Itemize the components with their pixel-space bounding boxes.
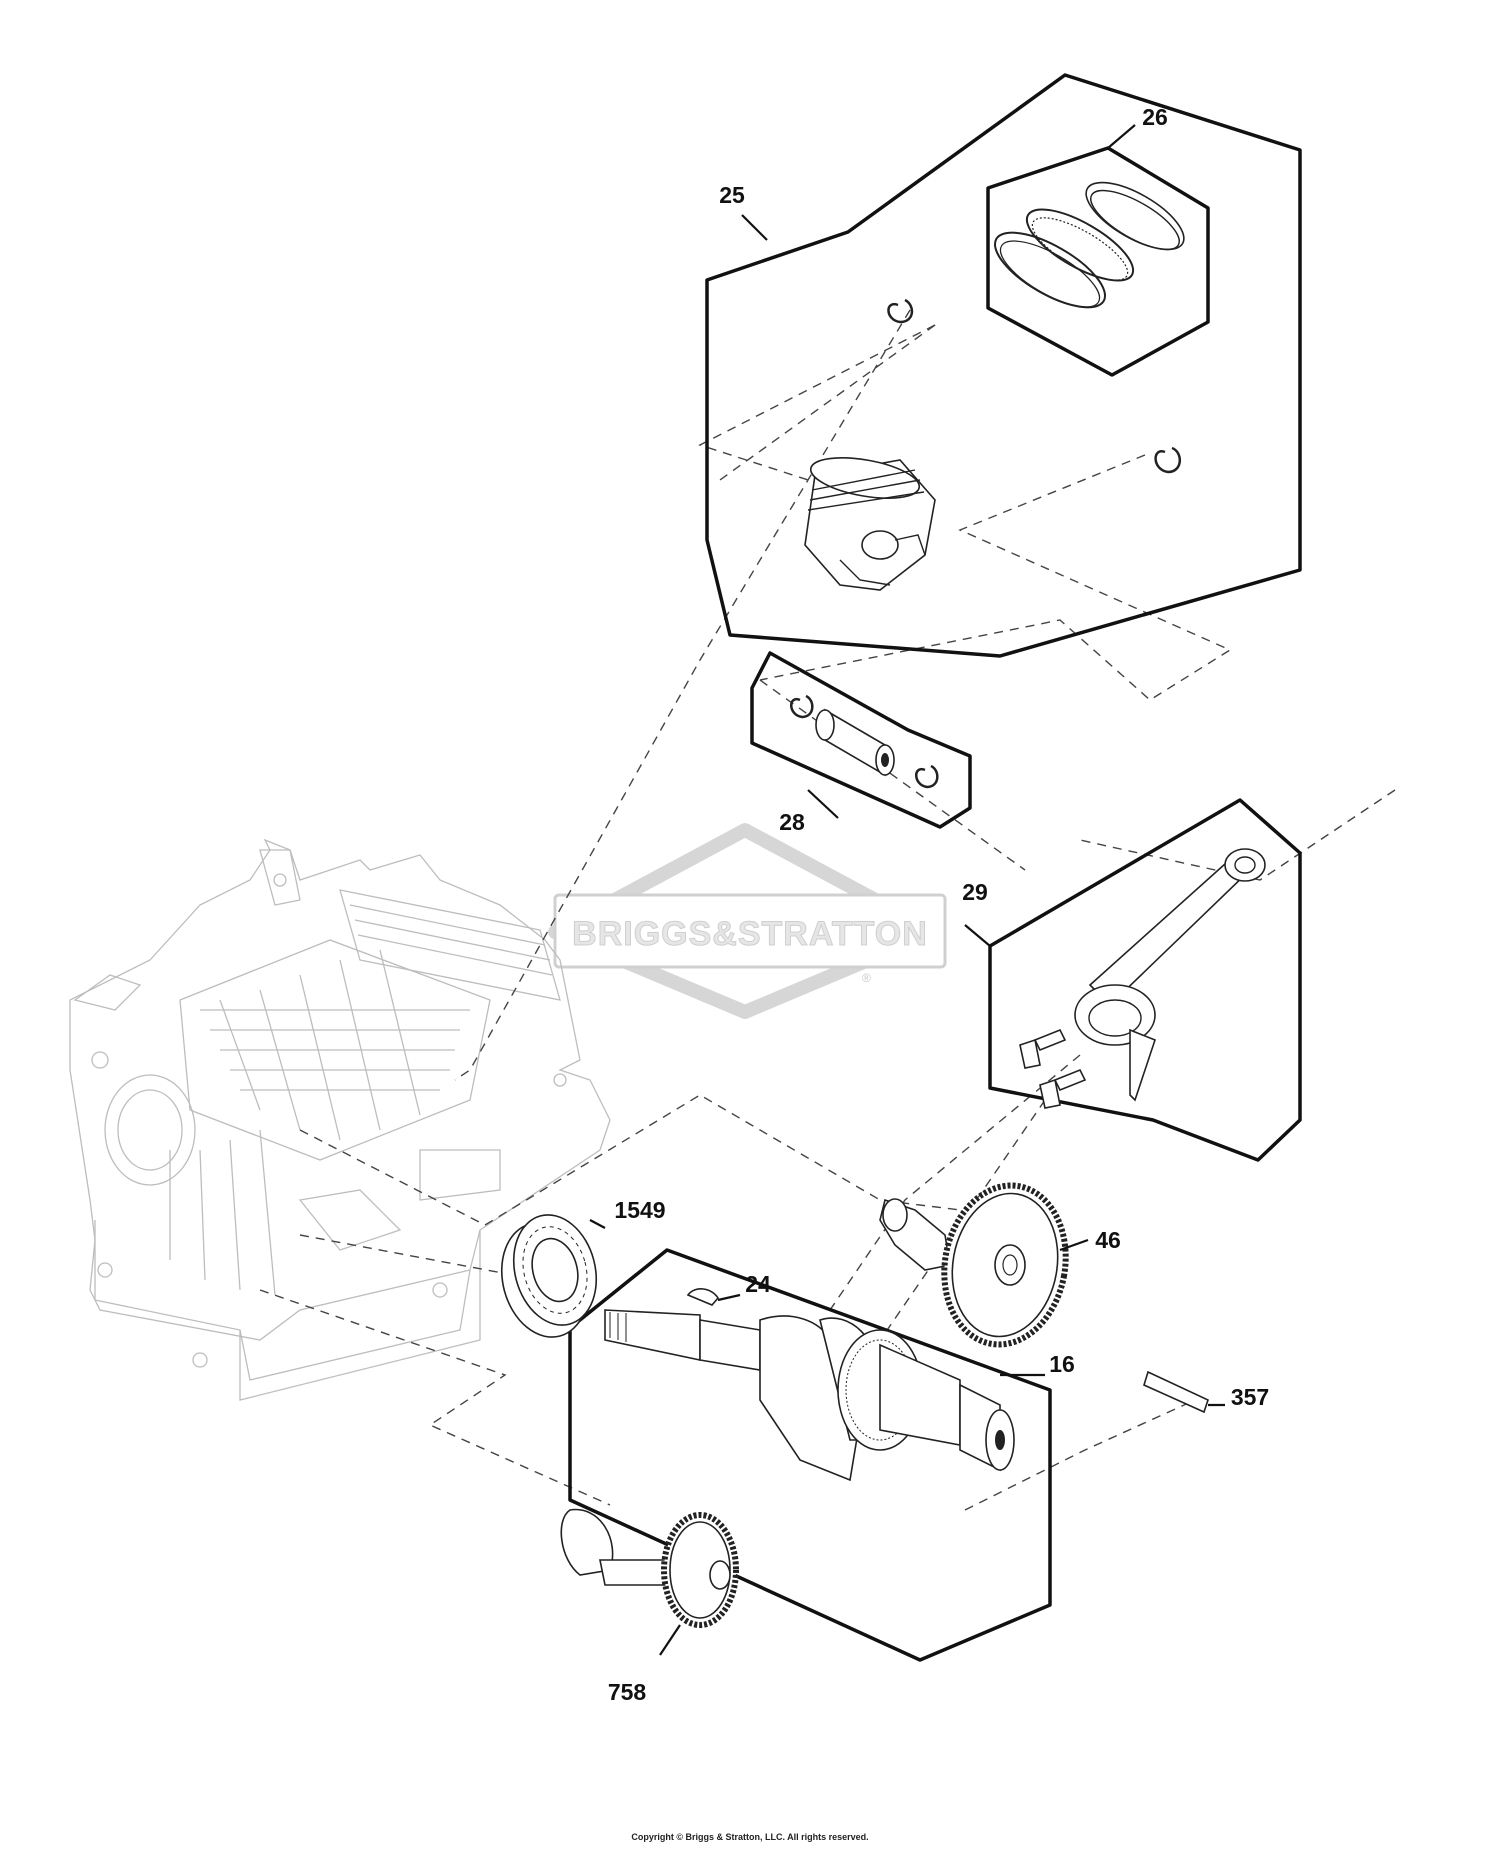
piston-pin (790, 694, 939, 789)
connecting-rod-frame (988, 798, 1302, 1162)
callout-26: 26 (1142, 104, 1168, 130)
piston-rings (993, 181, 1185, 309)
callout-46: 46 (1095, 1227, 1121, 1253)
leader-lines (589, 124, 1225, 1656)
callout-25: 25 (719, 182, 745, 208)
piston-assembly-frame (705, 73, 1302, 658)
piston (804, 457, 936, 591)
woodruff-key (686, 1288, 719, 1306)
piston-pin-clips (887, 298, 1181, 474)
copyright-notice: Copyright © Briggs & Stratton, LLC. All … (631, 1832, 869, 1842)
watermark-registered-mark: ® (862, 971, 871, 985)
callout-1549: 1549 (614, 1197, 665, 1223)
cam-gear (879, 1182, 1069, 1348)
piston-pin-frame (750, 651, 972, 829)
callout-24: 24 (745, 1271, 771, 1297)
assembly-guide-lines (259, 309, 1396, 1511)
callout-29: 29 (962, 879, 988, 905)
shaft-key (1143, 1370, 1209, 1414)
piston-rings-frame (986, 146, 1210, 377)
engine-block-ghost (69, 838, 611, 1401)
callout-758: 758 (608, 1679, 647, 1705)
brand-watermark: BRIGGS&STRATTON ® (548, 823, 947, 1019)
crankshaft (604, 1309, 1015, 1482)
callout-16: 16 (1049, 1351, 1075, 1377)
watermark-brand-text: BRIGGS&STRATTON (572, 915, 928, 953)
governor-gear (560, 1508, 739, 1628)
callouts: 25 26 28 29 1549 24 46 16 357 758 (608, 104, 1269, 1705)
main-bearing (500, 1214, 598, 1338)
connecting-rod (1019, 848, 1266, 1109)
callout-357: 357 (1231, 1384, 1269, 1410)
callout-28: 28 (779, 809, 805, 835)
